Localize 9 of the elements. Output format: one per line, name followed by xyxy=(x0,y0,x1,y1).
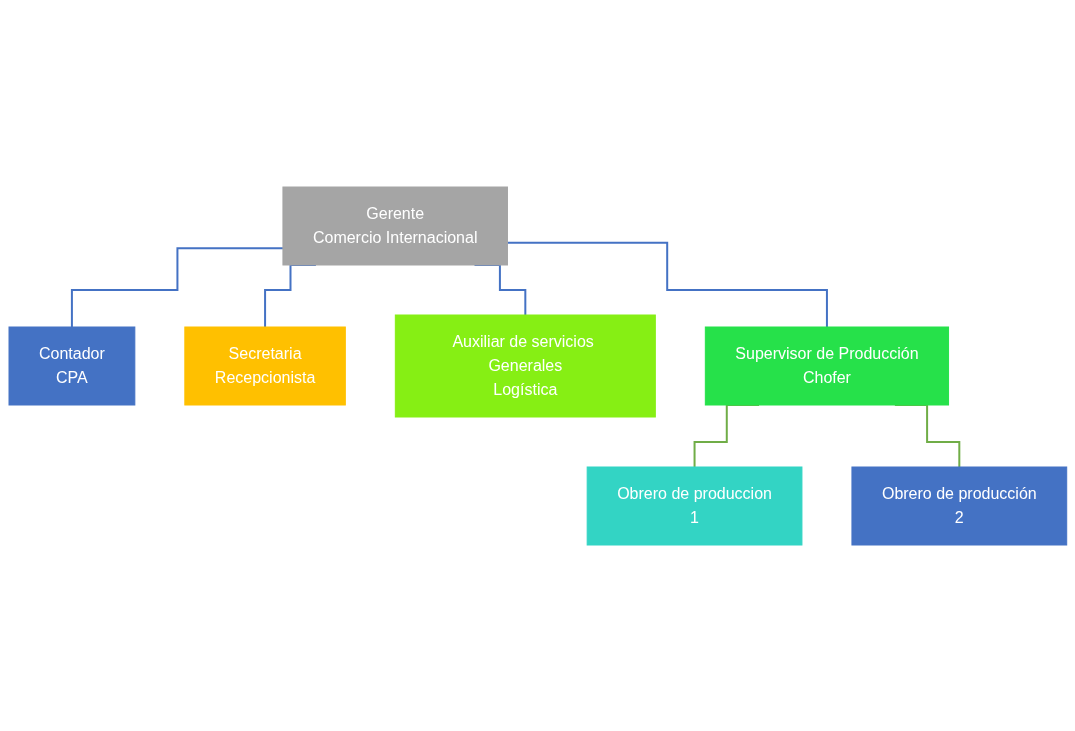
node-box: Auxiliar de servicios Generales Logística xyxy=(394,314,656,417)
node-box: Gerente Comercio Internacional xyxy=(282,186,508,265)
connector xyxy=(70,246,284,328)
node-box: Contador CPA xyxy=(8,326,135,405)
node-box: Supervisor de Producción Chofer xyxy=(704,326,949,405)
node-box: Obrero de produccion 1 xyxy=(586,466,803,545)
connector xyxy=(506,241,828,328)
node-box: Obrero de producción 2 xyxy=(851,466,1067,545)
node-box: Secretaria Recepcionista xyxy=(183,326,346,405)
